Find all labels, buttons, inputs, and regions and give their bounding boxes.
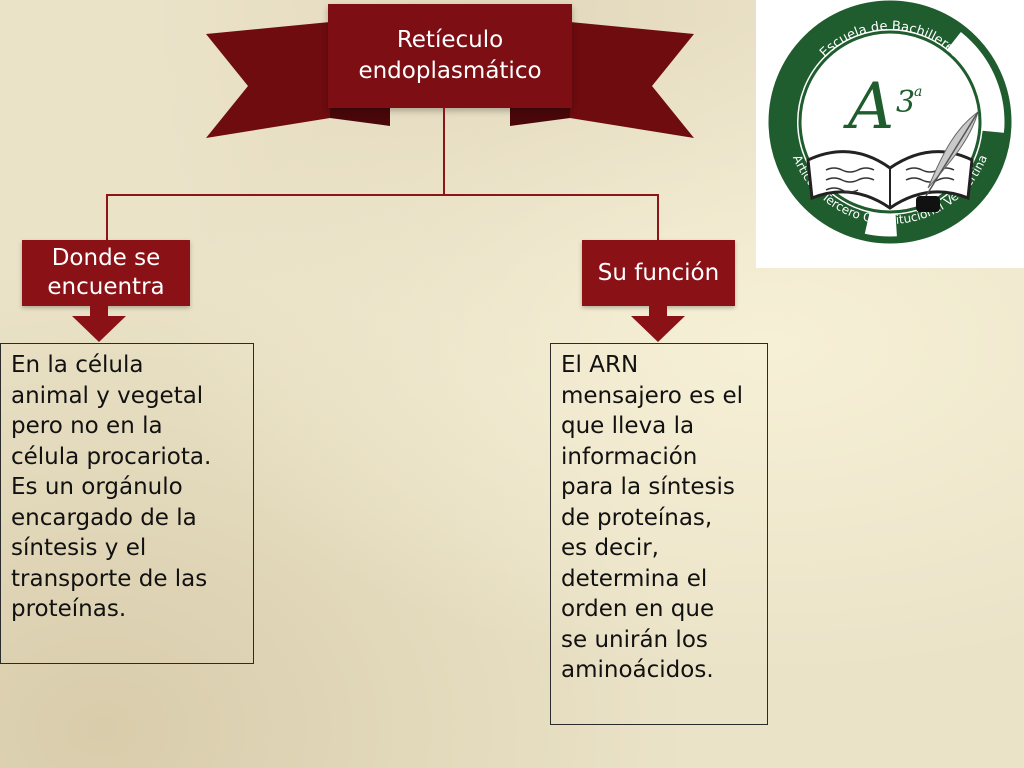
arrow-stem-left (90, 306, 108, 318)
content-box-location: En la célula animal y vegetal pero no en… (0, 343, 254, 664)
label-line: Su función (597, 259, 720, 286)
text-line: encargado de la (11, 504, 197, 531)
svg-text:3: 3 (896, 85, 915, 120)
connector-left-drop (106, 194, 108, 240)
text-line: En la célula (11, 352, 144, 378)
text-line: determina el (561, 565, 708, 592)
text-line: proteínas. (11, 596, 127, 622)
title-box: Retíeculo endoplasmático (328, 4, 572, 108)
text-line: Es un orgánulo (11, 474, 183, 500)
arrow-stem-right (649, 306, 667, 318)
text-line: pero no en la (11, 413, 163, 439)
text-line: mensajero es el (561, 382, 744, 409)
title-line: Retíeculo (396, 27, 504, 53)
text-line: que lleva la (561, 413, 695, 439)
label-line: Donde se (51, 245, 161, 271)
text-line: animal y vegetal (11, 382, 204, 409)
connector-horizontal (106, 194, 659, 196)
content-box-function: El ARN mensajero es el que lleva la info… (550, 343, 768, 725)
text-line: aminoácidos. (561, 657, 714, 683)
label-donde-se-encuentra: Donde se encuentra (22, 240, 190, 306)
text-line: orden en que (561, 596, 715, 622)
connector-right-drop (657, 194, 659, 240)
text-line: de proteínas, (561, 504, 713, 531)
text-line: se unirán los (561, 626, 708, 653)
school-logo: Escuela de Bachilleres Artículo Tercero … (756, 0, 1024, 268)
arrow-down-right-icon (631, 316, 685, 342)
svg-text:A: A (843, 70, 894, 144)
title-line: endoplasmático (358, 58, 542, 84)
text-line: síntesis y el (11, 535, 147, 561)
svg-text:a: a (914, 84, 922, 100)
text-line: para la síntesis (561, 474, 735, 500)
text-line: transporte de las (11, 565, 208, 592)
label-su-funcion: Su función (582, 240, 735, 306)
label-line: encuentra (47, 274, 165, 300)
text-line: El ARN (561, 352, 639, 378)
text-line: célula procariota. (11, 443, 212, 470)
text-line: es decir, (561, 535, 659, 561)
school-seal-icon: Escuela de Bachilleres Artículo Tercero … (768, 0, 1012, 244)
text-line: información (561, 443, 698, 470)
arrow-down-left-icon (72, 316, 126, 342)
connector-vertical-main (443, 108, 445, 195)
